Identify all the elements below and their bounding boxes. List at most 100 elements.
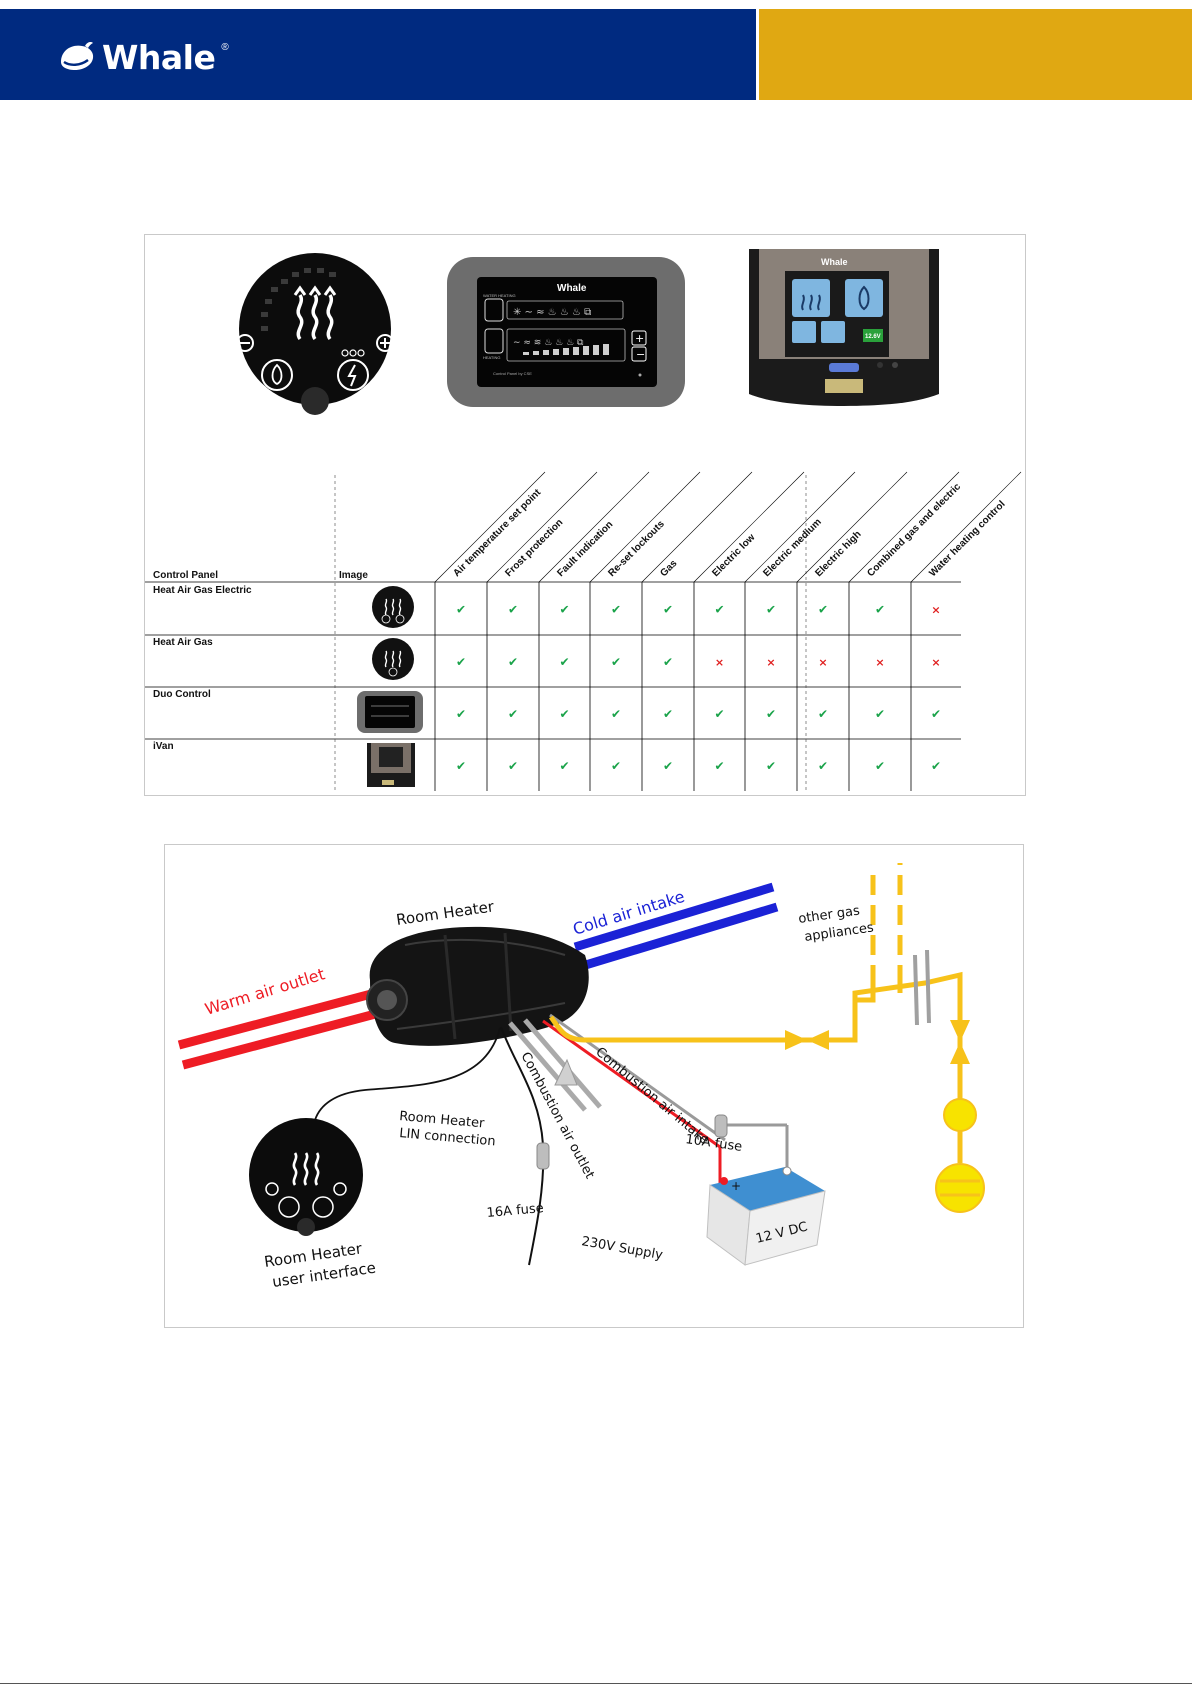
control-panels-figure: Whale WATER HEATING ✳ ∼ ≈ ♨ ♨ ♨ ⧉ HEATIN…: [144, 234, 1026, 796]
check-mark: ✔: [456, 655, 466, 669]
gas-line: [548, 863, 963, 1115]
control-panels-svg: Whale WATER HEATING ✳ ∼ ≈ ♨ ♨ ♨ ⧉ HEATIN…: [145, 249, 1022, 791]
label-combustion-air-outlet: Combustion air outlet: [517, 1050, 596, 1182]
label-room-heater: Room Heater: [395, 897, 496, 929]
check-mark: ✔: [714, 603, 724, 617]
support-marks: ✔✔✔✔✔✔✔✔✔×✔✔✔✔✔×××××✔✔✔✔✔✔✔✔✔✔✔✔✔✔✔✔✔✔✔✔: [456, 603, 941, 774]
footer-rule: [0, 1683, 1192, 1684]
check-mark: ✔: [875, 707, 885, 721]
cross-mark: ×: [766, 656, 775, 669]
check-mark: ✔: [818, 603, 828, 617]
check-mark: ✔: [714, 759, 724, 773]
feature-header: Air temperature set point: [451, 487, 543, 579]
duo-water-label: WATER HEATING: [483, 293, 516, 298]
feature-header: Gas: [658, 558, 679, 579]
table-grid: [145, 581, 961, 791]
check-mark: ✔: [611, 759, 621, 773]
room-heater-user-interface: [249, 1118, 363, 1236]
duo-brand-text: Whale: [557, 283, 587, 294]
combustion-pipes: [508, 1018, 602, 1112]
battery-wires: [542, 1013, 789, 1185]
label-16a-fuse: 16A fuse: [486, 1201, 544, 1221]
check-mark: ✔: [663, 603, 673, 617]
check-mark: ✔: [663, 655, 673, 669]
check-mark: ✔: [508, 707, 518, 721]
check-mark: ✔: [931, 759, 941, 773]
check-mark: ✔: [559, 707, 569, 721]
check-mark: ✔: [663, 707, 673, 721]
row-label: Heat Air Gas: [153, 637, 213, 648]
registered-mark: ®: [221, 42, 229, 53]
check-mark: ✔: [456, 759, 466, 773]
cross-mark: ×: [818, 656, 827, 669]
gas-regulator-symbol: [935, 1098, 985, 1213]
warm-air-outlet-duct: [177, 988, 381, 1070]
check-mark: ✔: [559, 759, 569, 773]
check-mark: ✔: [714, 707, 724, 721]
feature-header: Electric high: [813, 529, 863, 579]
ivan-voltage-badge: 12.6V: [865, 334, 881, 340]
check-mark: ✔: [766, 603, 776, 617]
lin-cable: [314, 1027, 501, 1121]
cross-mark: ×: [715, 656, 724, 669]
check-mark: ✔: [766, 759, 776, 773]
label-lin-line1: Room Heater: [399, 1109, 486, 1131]
check-mark: ✔: [875, 603, 885, 617]
gas-isolator-symbol: [913, 949, 931, 1026]
check-mark: ✔: [875, 759, 885, 773]
feature-header: Electric low: [710, 532, 757, 579]
mains-supply-cable: [500, 1026, 550, 1266]
label-10a-fuse: 10A fuse: [684, 1132, 743, 1155]
cross-mark: ×: [875, 656, 884, 669]
check-mark: ✔: [931, 707, 941, 721]
table-dashed-guides: [334, 475, 807, 791]
brand-name: Whale: [102, 38, 216, 77]
round-control-panel-image: [236, 253, 394, 415]
room-heater-unit: [366, 926, 589, 1046]
check-mark: ✔: [766, 707, 776, 721]
duo-control-panel-image: Whale WATER HEATING ✳ ∼ ≈ ♨ ♨ ♨ ⧉ HEATIN…: [447, 257, 685, 407]
svg-text:✳ ∼ ≈ ♨ ♨ ♨ ⧉: ✳ ∼ ≈ ♨ ♨ ♨ ⧉: [513, 307, 591, 318]
svg-text:−: −: [636, 348, 645, 361]
check-mark: ✔: [508, 655, 518, 669]
ivan-brand-text: Whale: [821, 257, 848, 267]
duo-heating-label: HEATING: [483, 355, 500, 360]
check-mark: ✔: [508, 603, 518, 617]
label-230v-supply: 230V Supply: [580, 1234, 664, 1263]
row-label: iVan: [153, 741, 174, 752]
gas-valve-vertical: [950, 1020, 970, 1064]
row-thumbnail-round-gas-electric: [372, 586, 414, 628]
check-mark: ✔: [456, 707, 466, 721]
cross-mark: ×: [931, 656, 940, 669]
check-mark: ✔: [611, 603, 621, 617]
svg-text:+: +: [731, 1179, 741, 1193]
cold-air-intake-duct: [573, 882, 779, 972]
row-label: Duo Control: [153, 689, 211, 700]
header-accent-bar: [759, 9, 1192, 100]
check-mark: ✔: [559, 655, 569, 669]
check-mark: ✔: [559, 603, 569, 617]
cross-mark: ×: [931, 604, 940, 617]
check-mark: ✔: [508, 759, 518, 773]
header-bar: [0, 9, 756, 100]
col-header-image: Image: [339, 570, 368, 581]
col-header-control-panel: Control Panel: [153, 570, 218, 581]
check-mark: ✔: [663, 759, 673, 773]
check-mark: ✔: [456, 603, 466, 617]
check-mark: ✔: [818, 707, 828, 721]
svg-text:+: +: [635, 332, 644, 345]
check-mark: ✔: [611, 655, 621, 669]
row-label: Heat Air Gas Electric: [153, 585, 252, 596]
row-thumbnail-round-gas: [372, 638, 414, 680]
check-mark: ✔: [818, 759, 828, 773]
row-thumbnail-duo: [357, 691, 423, 733]
ivan-panel-image: Whale 12.6V: [749, 249, 939, 406]
installation-diagram: + 12 V DC: [164, 844, 1024, 1328]
battery-12v: + 12 V DC: [706, 1166, 826, 1266]
header-diagonals: [434, 471, 1022, 583]
whale-logo-icon: [61, 41, 94, 70]
whale-logo: Whale ®: [58, 38, 229, 77]
gas-valve-horizontal: [785, 1030, 829, 1050]
duo-footer-text: Control Panel by CSE: [493, 371, 532, 376]
